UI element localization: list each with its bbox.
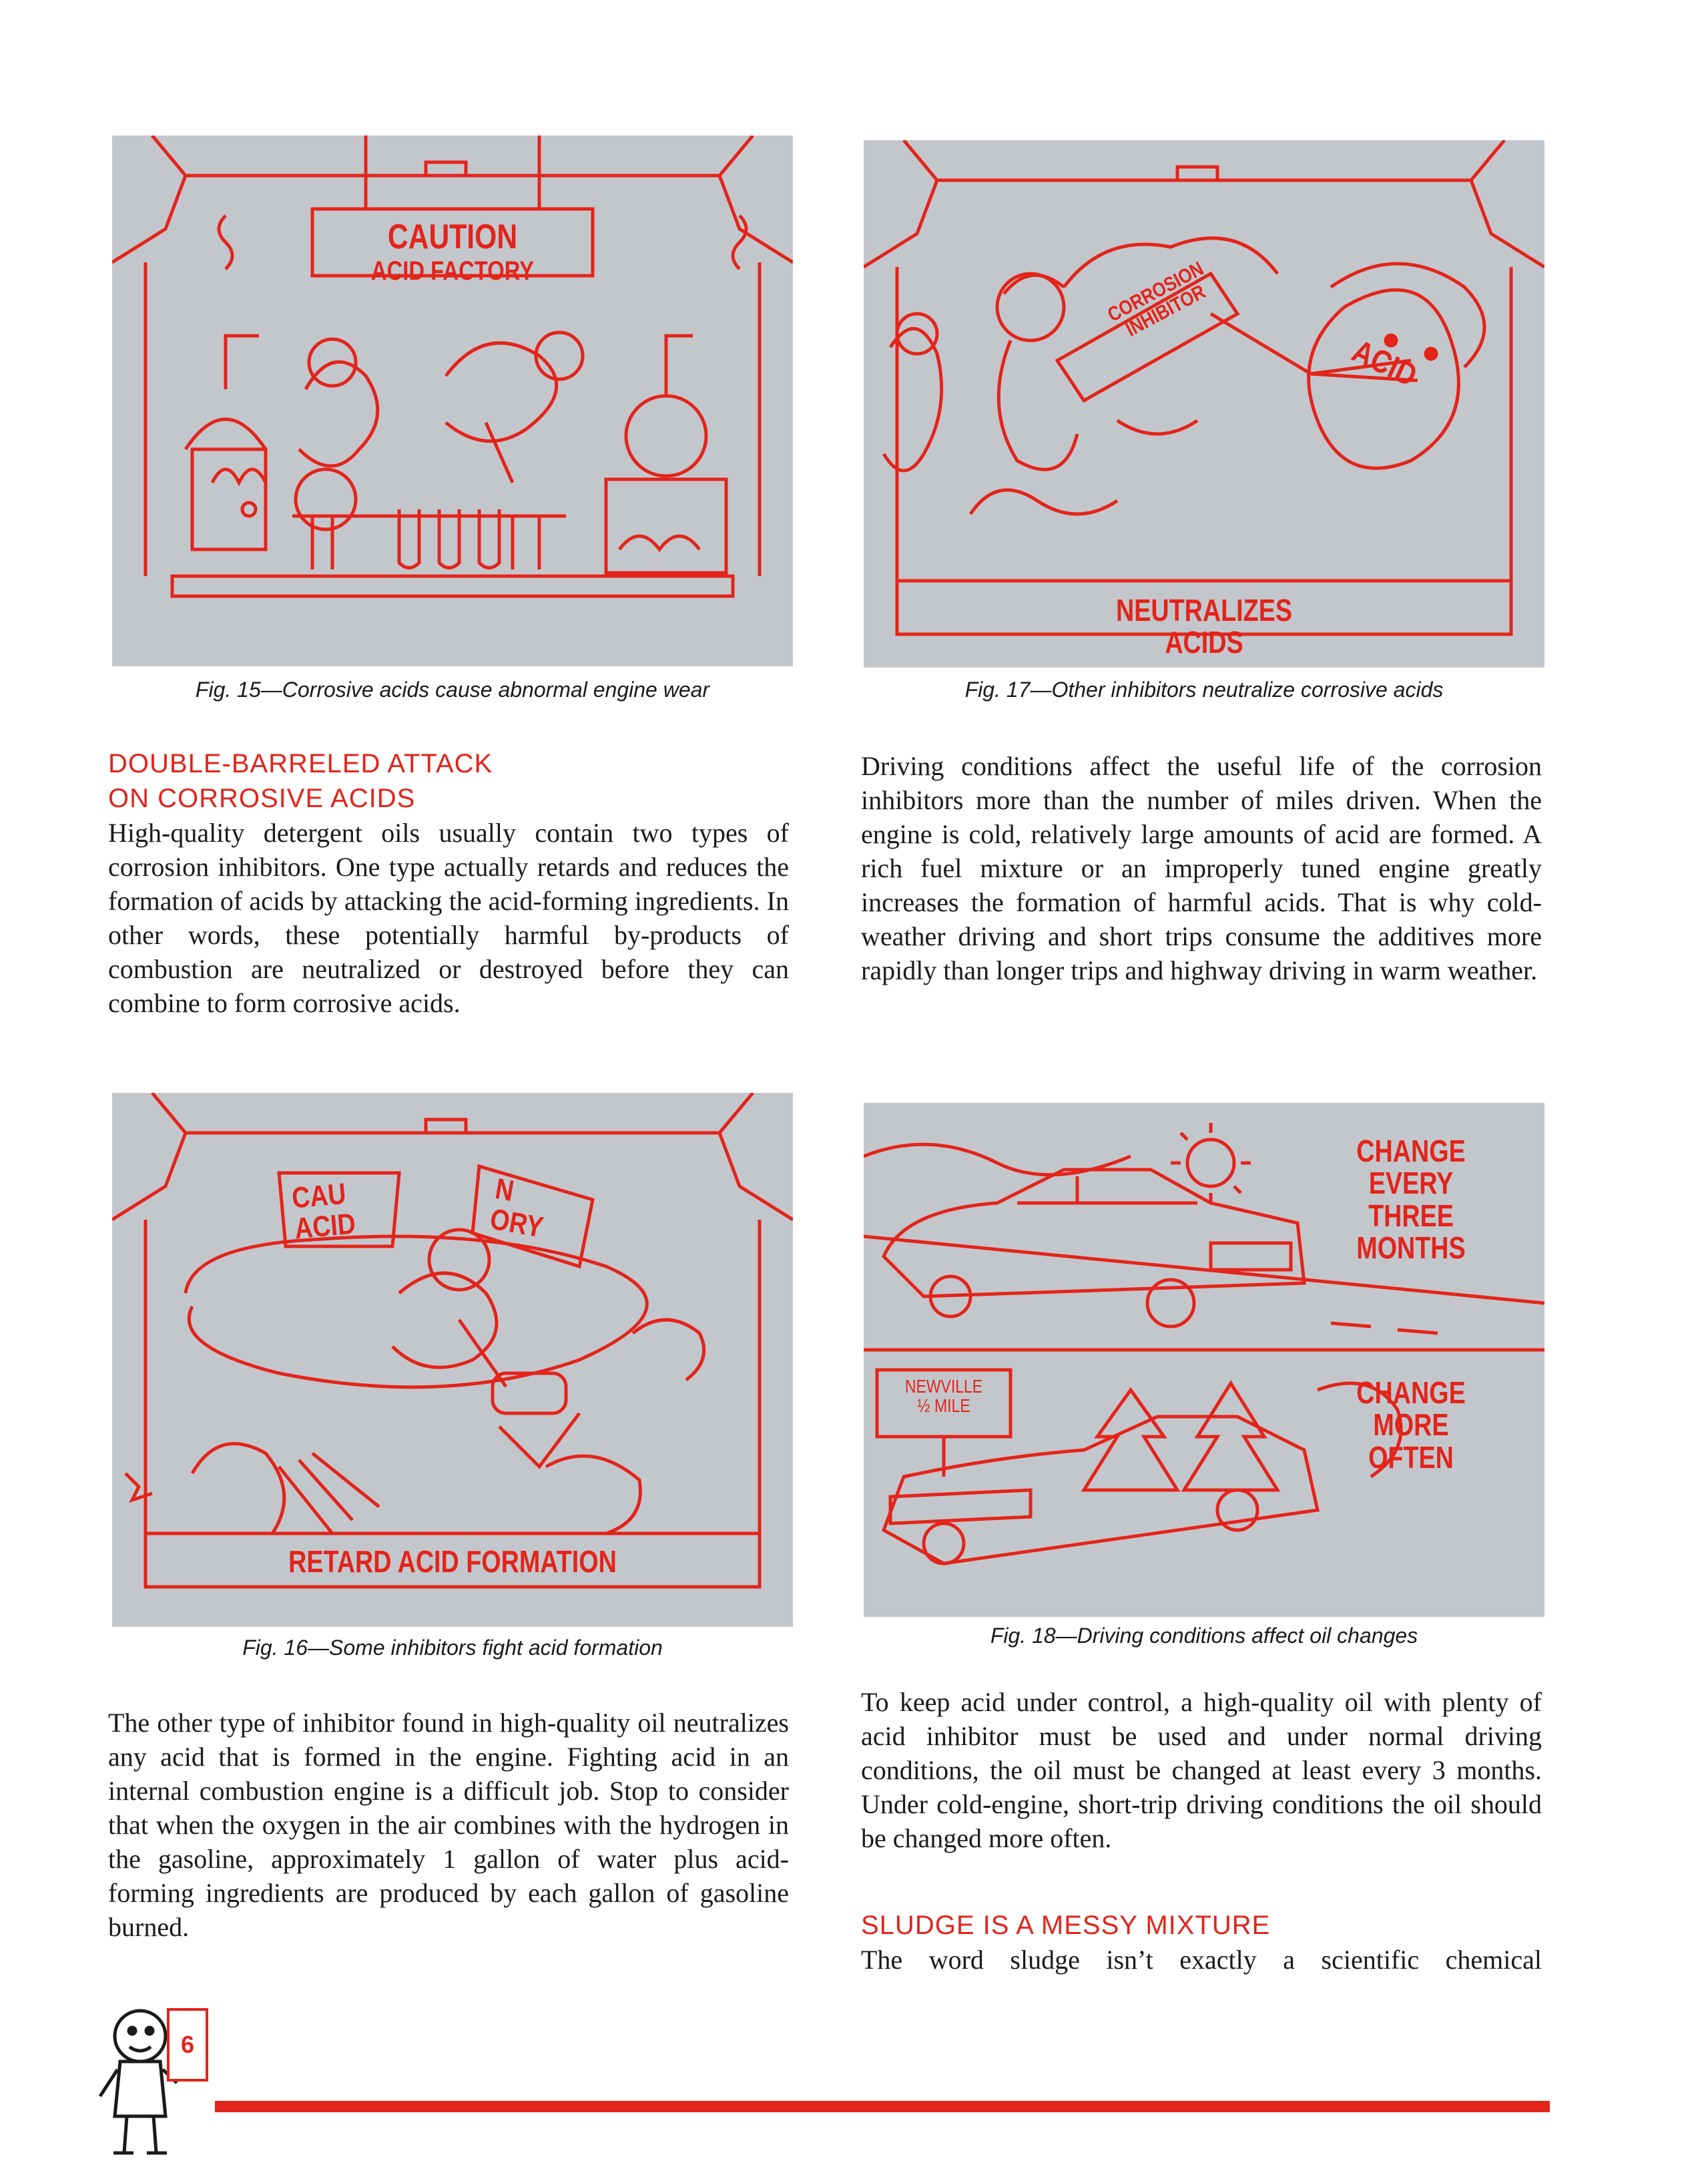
fig17-caption: Fig. 17—Other inhibitors neutralize corr…: [964, 678, 1444, 702]
figure-17-drawing: [864, 140, 1544, 636]
attack-paragraph: High-quality detergent oils usually cont…: [108, 818, 789, 1018]
fig16-caption: Fig. 16—Some inhibitors fight acid forma…: [242, 1636, 663, 1660]
figure-15-illustration: CAUTION ACID FACTORY: [112, 136, 793, 666]
fig18-road-sign: NEWVILLE ½ MILE: [904, 1376, 983, 1417]
sludge-heading: SLUDGE IS A MESSY MIXTURE: [861, 1911, 1271, 1940]
fig16-sign-left: CAU ACID: [290, 1177, 357, 1246]
page-number: 6: [167, 2008, 208, 2082]
fig18-top-label: CHANGE EVERY THREE MONTHS: [1356, 1134, 1466, 1265]
figure-16-drawing: [112, 1093, 793, 1589]
attack-heading: DOUBLE-BARRELED ATTACK ON CORROSIVE ACID…: [108, 749, 493, 813]
figure-16-illustration: CAU ACID N ORY RETARD ACID FORMATION: [112, 1093, 793, 1627]
sludge-paragraph: The word sludge isn’t exactly a scientif…: [861, 1945, 1542, 1975]
fig15-caption: Fig. 15—Corrosive acids cause abnormal e…: [195, 678, 710, 702]
fig16-banner: RETARD ACID FORMATION: [288, 1544, 617, 1579]
figure-15-drawing: [112, 136, 793, 598]
control-paragraph: To keep acid under control, a high-quali…: [861, 1687, 1542, 1853]
footer-rule: [215, 2101, 1550, 2112]
fig18-bottom-label: CHANGE MORE OFTEN: [1356, 1375, 1466, 1475]
driving-paragraph: Driving conditions affect the useful lif…: [861, 751, 1542, 985]
fig16-sign-right: N ORY: [487, 1172, 546, 1244]
figure-17-illustration: CORROSION INHIBITOR ACID NEUTRALIZES ACI…: [864, 140, 1544, 668]
fig15-sign-line1: CAUTION: [387, 218, 518, 256]
fig17-banner: NEUTRALIZES ACIDS: [1115, 593, 1293, 660]
figure-18-illustration: CHANGE EVERY THREE MONTHS CHANGE MORE OF…: [864, 1103, 1544, 1617]
fig18-caption: Fig. 18—Driving conditions affect oil ch…: [990, 1624, 1418, 1648]
other-type-paragraph: The other type of inhibitor found in hig…: [108, 1708, 789, 1942]
figure-18-drawing: [864, 1123, 1544, 1565]
fig15-sign-line2: ACID FACTORY: [370, 256, 535, 286]
